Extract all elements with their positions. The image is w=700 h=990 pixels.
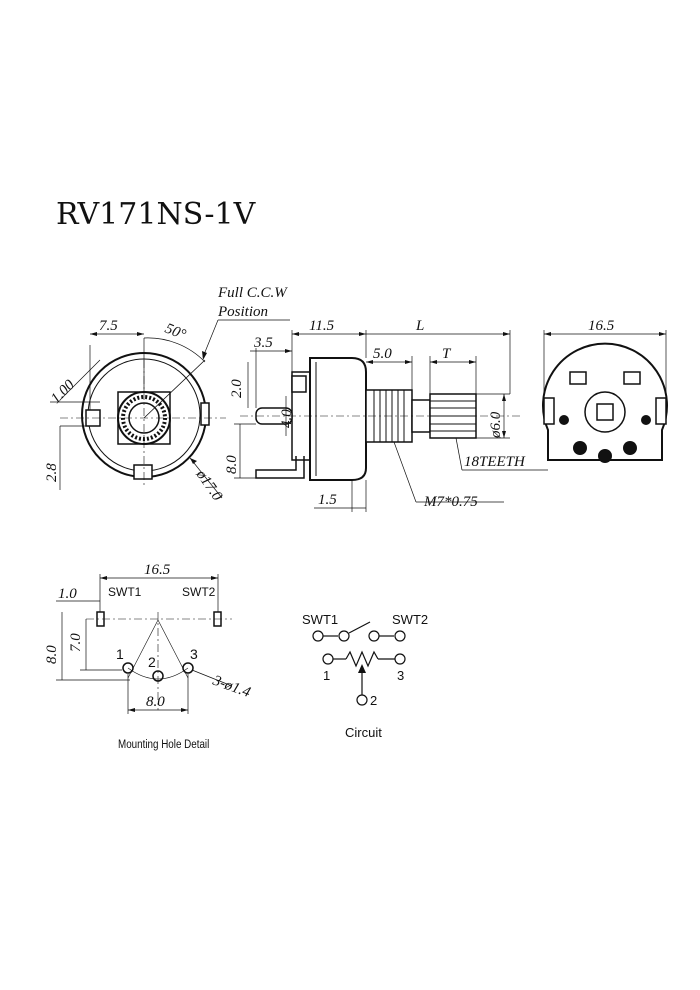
mount-dim-width: 16.5	[144, 562, 171, 578]
side-view: 11.5 L 3.5 5.0 T 2.0 4.0 8.0	[224, 318, 548, 512]
rear-body-outline	[542, 342, 668, 461]
mount-dim-inner: 7.0	[68, 633, 84, 652]
front-dim-diameter: ø17.0	[192, 466, 225, 504]
front-right-lug	[200, 402, 210, 426]
side-dim-bush: 5.0	[373, 346, 392, 362]
side-dim-shaft: T	[442, 346, 452, 362]
mount-dim-outer: 8.0	[44, 645, 60, 664]
rear-terminal-3	[623, 441, 637, 455]
part-number-title: RV171NS-1V	[56, 197, 257, 232]
front-dim-angle: 50°	[163, 321, 188, 344]
mount-pin-2: 2	[148, 654, 156, 670]
circuit-caption: Circuit	[345, 725, 382, 740]
front-dim-offset: 1.00	[48, 377, 78, 407]
mount-pin-3: 3	[190, 646, 198, 662]
front-bottom-lug	[133, 464, 153, 480]
side-dim-length: L	[415, 318, 424, 334]
rear-tab-left	[569, 371, 587, 385]
front-view: 7.5 50° Full C.C.W Position 1.00 2.8 ø17…	[44, 285, 290, 504]
rear-terminal-1	[573, 441, 587, 455]
circuit-switch-node-3	[368, 630, 380, 642]
rear-dim-width: 16.5	[588, 318, 615, 334]
mount-label-swt1: SWT1	[108, 585, 142, 599]
side-body-case	[309, 357, 367, 481]
circuit-label-swt1: SWT1	[302, 612, 338, 627]
side-dim-lug: 2.0	[229, 379, 245, 398]
side-dim-base: 1.5	[318, 492, 337, 508]
circuit-switch-node-2	[338, 630, 350, 642]
mount-hole-1	[122, 662, 134, 674]
rear-shaft-slot	[596, 403, 614, 421]
circuit-resistor	[345, 650, 379, 668]
side-dim-pin: 4.0	[279, 409, 295, 428]
rear-terminal-2	[598, 449, 612, 463]
mount-note-holes: 3-ø1.4	[210, 672, 253, 701]
side-dim-tab: 3.5	[253, 335, 273, 351]
mount-hole-2	[152, 670, 164, 682]
side-dim-pin-height: 8.0	[224, 455, 240, 474]
front-note-line2: Position	[217, 304, 268, 320]
front-note-line1: Full C.C.W	[217, 285, 288, 301]
mounting-detail: 16.5 1.0 SWT1 SWT2 1 2 3 8.0 7.0 8	[44, 562, 253, 751]
side-upper-lug	[291, 375, 307, 393]
rear-left-lug	[543, 397, 555, 425]
side-terminal	[255, 456, 305, 479]
front-dim-height: 2.8	[44, 463, 60, 482]
circuit-label-swt2: SWT2	[392, 612, 428, 627]
mount-label-swt2: SWT2	[182, 585, 216, 599]
rear-rotor	[584, 391, 626, 433]
side-note-thread: M7*0.75	[423, 494, 478, 510]
rear-view: 16.5	[542, 318, 668, 463]
circuit-pin-3: 3	[397, 668, 404, 683]
rear-right-lug	[655, 397, 667, 425]
circuit-switch-blade	[348, 621, 371, 634]
circuit-switch-node-4	[394, 630, 406, 642]
mount-caption: Mounting Hole Detail	[118, 738, 209, 751]
circuit-pot-node-1	[322, 653, 334, 665]
circuit-pot-node-3	[394, 653, 406, 665]
front-shaft-knurl	[121, 395, 167, 441]
circuit-switch-node-1	[312, 630, 324, 642]
mount-pin-1: 1	[116, 646, 124, 662]
rear-switch-2	[641, 415, 651, 425]
side-dim-body: 11.5	[309, 318, 335, 334]
circuit-pot-node-2	[356, 694, 368, 706]
mount-hole-3	[182, 662, 194, 674]
circuit-diagram: SWT1 SWT2 1 2 3 Circuit	[302, 612, 428, 740]
mount-dim-pitch: 8.0	[146, 694, 165, 710]
circuit-pin-1: 1	[323, 668, 330, 683]
side-note-teeth: 18TEETH	[464, 454, 526, 470]
circuit-pin-2: 2	[370, 693, 377, 708]
mount-dim-edge: 1.0	[58, 586, 77, 602]
front-dim-width: 7.5	[99, 318, 118, 334]
rear-switch-1	[559, 415, 569, 425]
rear-tab-right	[623, 371, 641, 385]
side-dim-shaft-dia: ø6.0	[488, 411, 504, 439]
